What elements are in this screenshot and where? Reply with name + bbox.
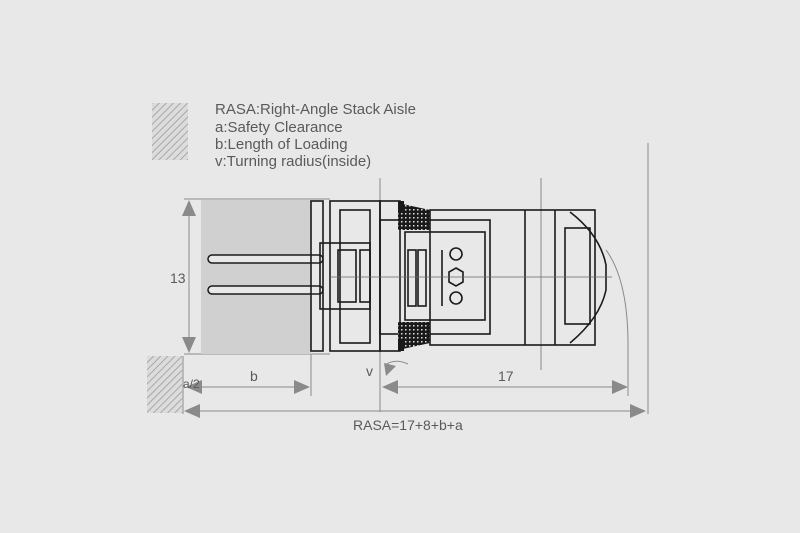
- rear-label: 17: [498, 368, 514, 384]
- dimension-b: b a/2: [183, 368, 310, 394]
- dimension-width: 13: [170, 200, 196, 353]
- b-label: b: [250, 368, 258, 384]
- legend-line-v: v:Turning radius(inside): [215, 153, 371, 170]
- legend: RASA:Right-Angle Stack Aisle a:Safety Cl…: [152, 101, 416, 170]
- half-a-label: a/2: [183, 377, 200, 391]
- v-label: v: [366, 363, 373, 379]
- legend-line-rasa: RASA:Right-Angle Stack Aisle: [215, 101, 416, 118]
- safety-clearance-hatch: [147, 356, 182, 413]
- dimension-rasa: RASA=17+8+b+a: [184, 404, 646, 433]
- rasa-label: RASA=17+8+b+a: [353, 417, 463, 433]
- legend-line-b: b:Length of Loading: [215, 136, 348, 153]
- legend-hatch-swatch: [152, 103, 188, 160]
- turning-radius: v: [366, 360, 409, 379]
- load-pallet: [201, 200, 311, 354]
- width-label: 13: [170, 270, 186, 286]
- legend-line-a: a:Safety Clearance: [215, 119, 343, 136]
- dimension-rear: 17: [382, 368, 628, 394]
- forklift-truck: [310, 200, 612, 352]
